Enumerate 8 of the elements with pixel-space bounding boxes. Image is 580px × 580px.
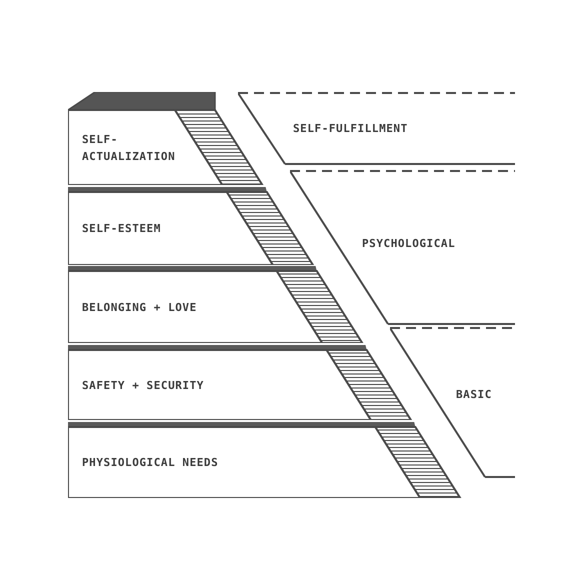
level-label: SELF-ACTUALIZATION <box>82 132 176 164</box>
level-label: PHYSIOLOGICAL NEEDS <box>82 455 218 471</box>
category-label: PSYCHOLOGICAL <box>362 236 456 252</box>
category-label: SELF-FULFILLMENT <box>293 121 408 137</box>
level-label: SELF-ESTEEM <box>82 221 161 237</box>
level-label: SAFETY + SECURITY <box>82 378 204 394</box>
level-label: BELONGING + LOVE <box>82 300 197 316</box>
category-label: BASIC <box>456 387 492 403</box>
